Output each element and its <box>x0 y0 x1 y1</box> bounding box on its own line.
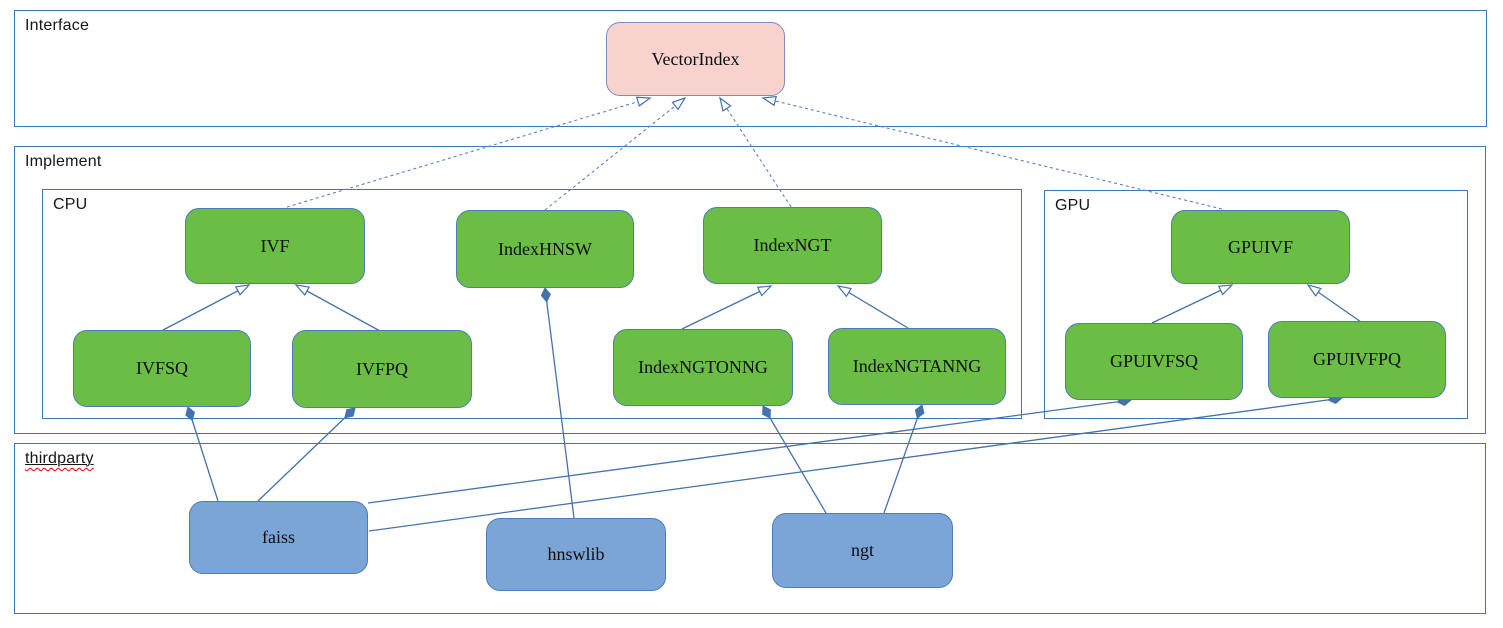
node-hnswlib-label: hnswlib <box>547 544 605 564</box>
group-implement-label: Implement <box>25 153 102 170</box>
node-ivf: IVF <box>185 208 365 284</box>
node-gpuivf-label: GPUIVF <box>1227 236 1293 257</box>
node-indexngt-label: IndexNGT <box>753 235 832 255</box>
node-indexngtonng-label: IndexNGTONNG <box>638 357 768 377</box>
group-thirdparty-label: thirdparty <box>25 450 94 468</box>
node-indexngtanng: IndexNGTANNG <box>828 328 1006 405</box>
node-gpuivf: GPUIVF <box>1171 210 1350 284</box>
node-gpuivfsq: GPUIVFSQ <box>1065 323 1243 400</box>
node-ivfpq: IVFPQ <box>292 330 472 408</box>
node-vectorindex: VectorIndex <box>606 22 785 96</box>
node-indexngtanng-label: IndexNGTANNG <box>852 356 982 376</box>
node-faiss: faiss <box>189 501 368 574</box>
node-indexhnsw-label: IndexHNSW <box>498 238 592 259</box>
node-ngt-label: ngt <box>850 540 874 560</box>
group-interface-label: Interface <box>25 17 90 34</box>
node-indexngtonng: IndexNGTONNG <box>613 329 793 406</box>
node-gpuivfpq-label: GPUIVFPQ <box>1312 349 1402 369</box>
node-ngt: ngt <box>772 513 953 588</box>
node-ivfsq: IVFSQ <box>73 330 251 407</box>
group-thirdparty-label-text: thirdparty <box>25 450 94 467</box>
node-vectorindex-label: VectorIndex <box>651 48 740 69</box>
group-cpu-label: CPU <box>53 196 88 213</box>
group-gpu-label: GPU <box>1055 197 1091 214</box>
node-gpuivfsq-label: GPUIVFSQ <box>1109 351 1199 371</box>
node-indexngt: IndexNGT <box>703 207 882 284</box>
node-indexhnsw: IndexHNSW <box>456 210 634 288</box>
node-ivf-label: IVF <box>260 235 290 256</box>
node-ivfpq-label: IVFPQ <box>355 358 408 379</box>
node-faiss-label: faiss <box>262 527 295 547</box>
node-ivfsq-label: IVFSQ <box>135 358 188 378</box>
node-gpuivfpq: GPUIVFPQ <box>1268 321 1446 398</box>
node-hnswlib: hnswlib <box>486 518 666 591</box>
